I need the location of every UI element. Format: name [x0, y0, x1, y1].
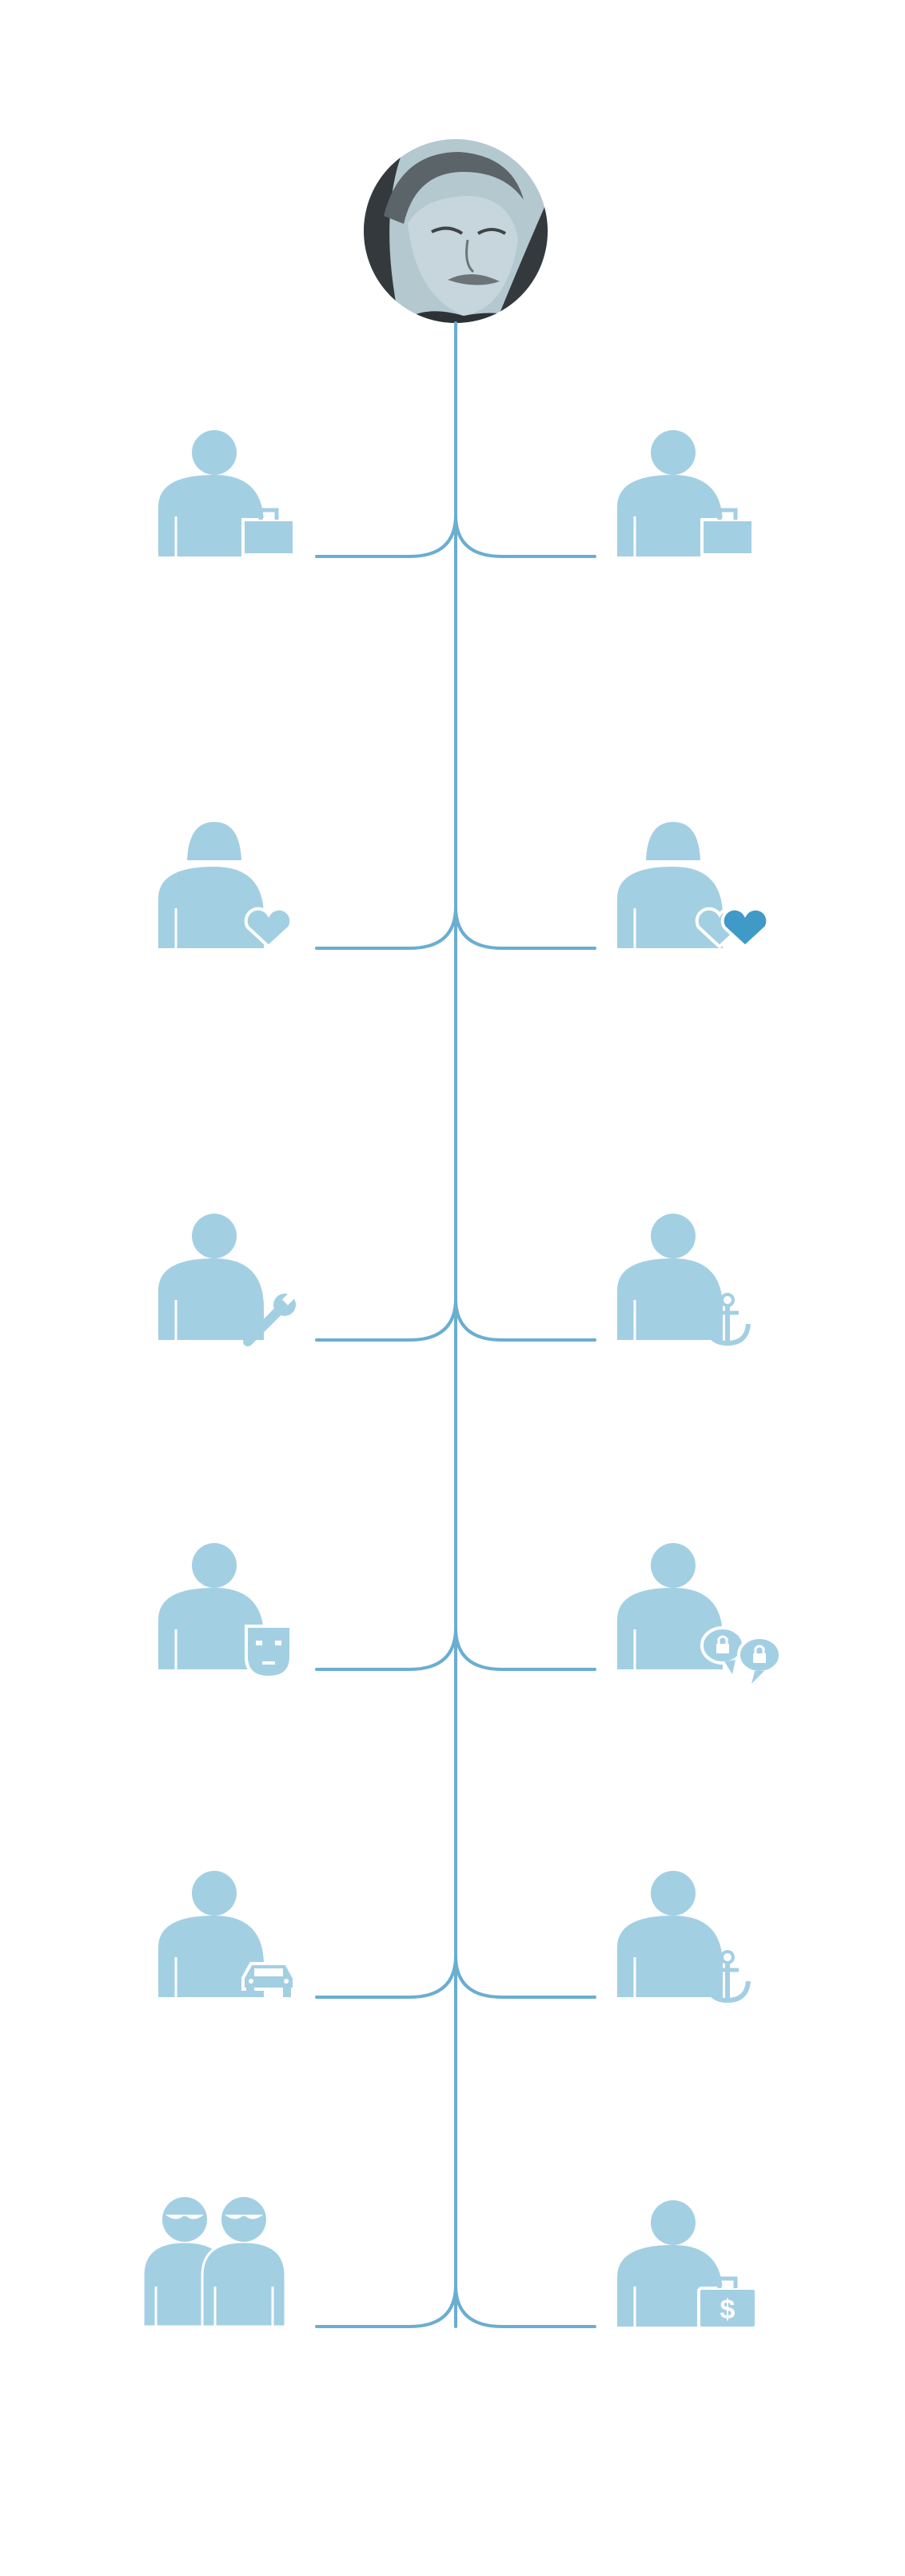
body	[158, 1916, 264, 1997]
branch-right-3	[454, 1297, 596, 1342]
portrait-photo	[364, 139, 548, 323]
head	[187, 822, 241, 860]
body	[158, 867, 264, 948]
branch-left-6	[315, 2283, 457, 2328]
head	[651, 1214, 696, 1258]
connector-lines	[315, 321, 596, 2328]
head	[192, 1871, 237, 1916]
figure-right-2	[617, 822, 770, 949]
two-hearts-icon	[695, 907, 770, 949]
people-figures: $	[142, 430, 782, 2330]
body	[617, 2245, 723, 2327]
body	[158, 475, 264, 556]
briefcase-icon	[700, 508, 755, 556]
head	[651, 2200, 696, 2245]
branch-right-2	[454, 905, 596, 950]
head	[651, 1871, 696, 1916]
branch-left-2	[315, 905, 457, 950]
head	[192, 1214, 237, 1258]
head	[192, 430, 237, 475]
figure-right-5	[617, 1871, 751, 2004]
heart-icon	[244, 907, 293, 949]
head	[651, 1543, 696, 1588]
figure-right-3	[617, 1214, 751, 1346]
branch-right-6	[454, 2283, 596, 2328]
head	[646, 822, 700, 860]
locked-chat-icon	[700, 1626, 782, 1684]
head	[651, 430, 696, 475]
body	[617, 475, 723, 556]
body-right	[201, 2240, 287, 2328]
branch-left-3	[315, 1297, 457, 1342]
figure-left-1	[158, 430, 296, 556]
figure-right-6: $	[617, 2200, 758, 2330]
wrench-icon	[243, 1291, 296, 1346]
branch-left-5	[315, 1954, 457, 1999]
mask-icon	[245, 1625, 293, 1680]
body	[617, 1588, 723, 1669]
branch-right-1	[454, 513, 596, 558]
head-right	[221, 2197, 266, 2242]
body	[617, 1258, 723, 1340]
anchor-icon	[704, 1950, 751, 2004]
head-left	[162, 2197, 207, 2242]
root-portrait	[364, 139, 548, 323]
branch-right-4	[454, 1626, 596, 1671]
branch-left-4	[315, 1626, 457, 1671]
figure-left-5	[158, 1871, 296, 1997]
figure-left-3	[158, 1214, 296, 1346]
money-case-icon: $	[697, 2276, 758, 2330]
body	[617, 1916, 723, 1997]
mask-band	[165, 2215, 204, 2219]
branch-left-1	[315, 513, 457, 558]
figure-right-1	[617, 430, 755, 556]
car-icon	[241, 1962, 296, 1997]
body	[158, 1588, 264, 1669]
figure-right-4	[617, 1543, 782, 1684]
branch-right-5	[454, 1954, 596, 1999]
body	[617, 867, 723, 948]
figure-left-6	[142, 2197, 287, 2328]
head	[192, 1543, 237, 1588]
anchor-icon	[704, 1293, 751, 1346]
mask-band	[225, 2215, 263, 2219]
figure-left-4	[158, 1543, 293, 1680]
figure-left-2	[158, 822, 293, 949]
svg-text:$: $	[720, 2295, 736, 2325]
briefcase-icon	[241, 508, 296, 556]
body	[158, 1258, 264, 1340]
